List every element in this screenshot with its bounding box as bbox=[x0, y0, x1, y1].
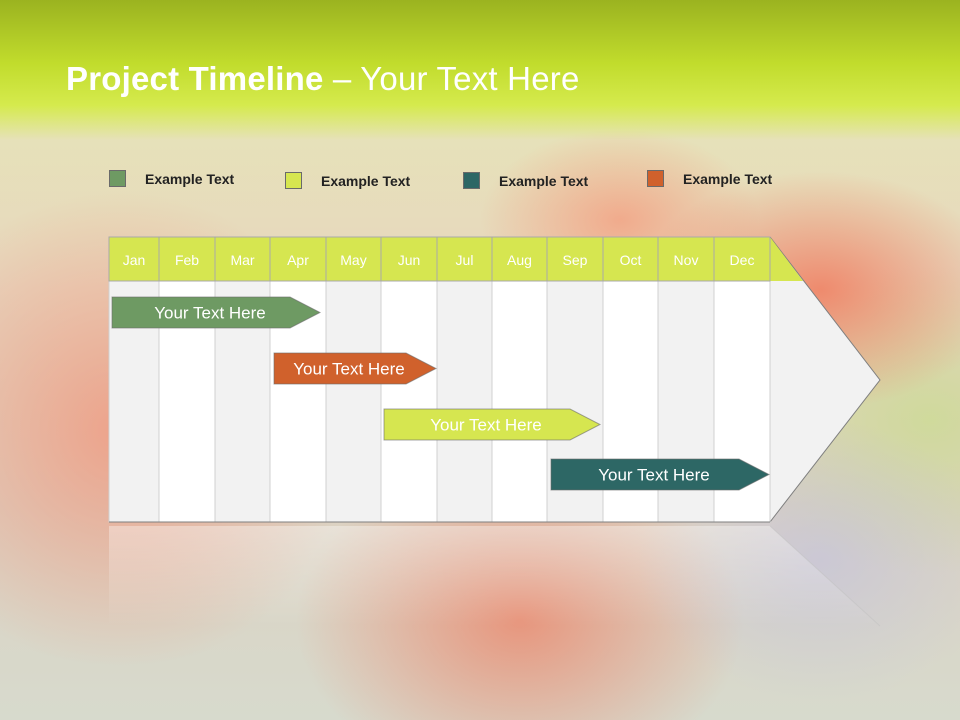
month-header-cell bbox=[269, 236, 327, 282]
month-label-jul: Jul bbox=[456, 252, 474, 268]
month-header-cell bbox=[108, 236, 160, 282]
month-label-dec: Dec bbox=[730, 252, 755, 268]
month-header-cell bbox=[657, 236, 715, 282]
title-rest: – Your Text Here bbox=[323, 60, 580, 97]
legend-label-3: Example Text bbox=[499, 172, 589, 189]
legend-swatch-3 bbox=[463, 172, 480, 189]
legend-label-2: Example Text bbox=[321, 172, 411, 189]
month-label-sep: Sep bbox=[563, 252, 588, 268]
month-header-cell bbox=[602, 236, 659, 282]
timeline-bar-label-3: Your Text Here bbox=[430, 416, 542, 435]
month-header-cell bbox=[713, 236, 771, 282]
legend-item-1: Example Text bbox=[109, 170, 234, 187]
legend-label-4: Example Text bbox=[683, 170, 773, 187]
legend-item-3: Example Text bbox=[463, 172, 588, 189]
month-column bbox=[491, 280, 548, 523]
month-label-aug: Aug bbox=[507, 252, 532, 268]
month-label-mar: Mar bbox=[230, 252, 254, 268]
timeline-bar-1[interactable] bbox=[111, 296, 322, 329]
timeline-bar-2[interactable] bbox=[273, 352, 438, 385]
timeline-bar-label-2: Your Text Here bbox=[293, 360, 405, 379]
header-band bbox=[0, 0, 960, 140]
header-band-tip bbox=[770, 237, 803, 281]
legend-swatch-4 bbox=[647, 170, 664, 187]
month-header-cell bbox=[325, 236, 382, 282]
month-label-may: May bbox=[340, 252, 366, 268]
timeline-bar-label-4: Your Text Here bbox=[598, 466, 710, 485]
legend-item-4: Example Text bbox=[647, 170, 772, 187]
legend-item-2: Example Text bbox=[285, 172, 410, 189]
month-label-oct: Oct bbox=[620, 252, 642, 268]
month-header-cell bbox=[491, 236, 548, 282]
timeline-bar-3[interactable] bbox=[383, 408, 602, 441]
month-column bbox=[325, 280, 382, 523]
page-title: Project Timeline – Your Text Here bbox=[66, 60, 580, 98]
timeline-bar-4[interactable] bbox=[550, 458, 771, 491]
month-label-nov: Nov bbox=[674, 252, 699, 268]
month-label-apr: Apr bbox=[287, 252, 309, 268]
month-column bbox=[380, 280, 438, 523]
month-label-jun: Jun bbox=[398, 252, 421, 268]
legend-swatch-2 bbox=[285, 172, 302, 189]
timeline-reflection bbox=[109, 526, 880, 626]
legend-swatch-1 bbox=[109, 170, 126, 187]
title-bold: Project Timeline bbox=[66, 60, 324, 97]
month-header-cell bbox=[436, 236, 493, 282]
month-label-jan: Jan bbox=[123, 252, 146, 268]
month-label-feb: Feb bbox=[175, 252, 199, 268]
month-column bbox=[436, 280, 493, 523]
legend-label-1: Example Text bbox=[145, 170, 235, 187]
month-header-cell bbox=[380, 236, 438, 282]
month-header-cell bbox=[158, 236, 216, 282]
timeline-bar-label-1: Your Text Here bbox=[154, 304, 266, 323]
